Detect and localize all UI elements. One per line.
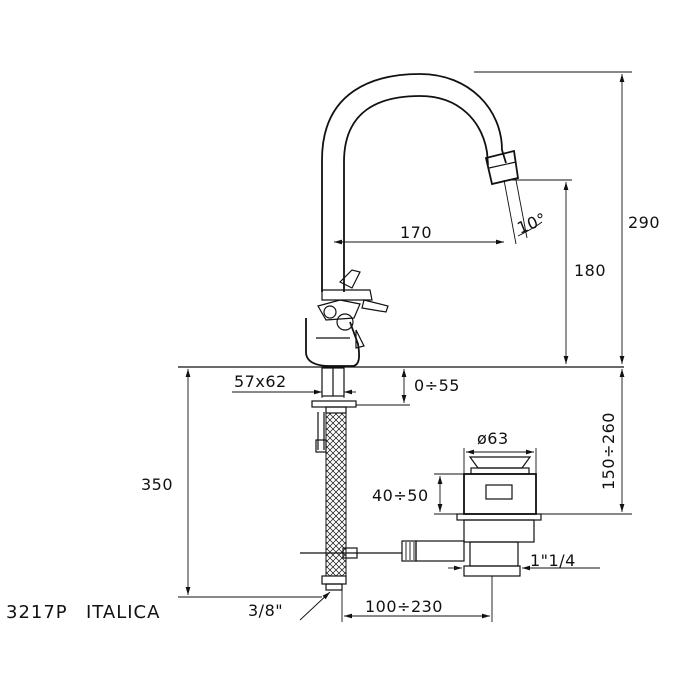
model-name: ITALICA [86, 602, 160, 623]
dim-hole: 57x62 [234, 372, 287, 391]
dim-supply-thread: 3/8" [248, 601, 283, 620]
dim-waste-height: 150÷260 [599, 412, 618, 490]
dim-waste-diameter: ø63 [477, 429, 509, 448]
dim-angle: 10° [514, 209, 549, 238]
dim-waste-body: 40÷50 [372, 486, 429, 505]
shank-and-hoses [311, 367, 357, 591]
model-code: 3217P [6, 602, 68, 623]
dim-deck: 0÷55 [414, 376, 460, 395]
dim-290: 290 [628, 213, 660, 232]
faucet-body [305, 73, 520, 367]
dim-waste-thread: 1"1/4 [530, 551, 576, 570]
dimension-lines [178, 71, 632, 622]
dim-170: 170 [400, 223, 432, 242]
dim-350: 350 [141, 475, 173, 494]
pop-up-waste [300, 456, 542, 577]
dim-180: 180 [574, 261, 606, 280]
dim-pull-rod: 100÷230 [365, 597, 443, 616]
